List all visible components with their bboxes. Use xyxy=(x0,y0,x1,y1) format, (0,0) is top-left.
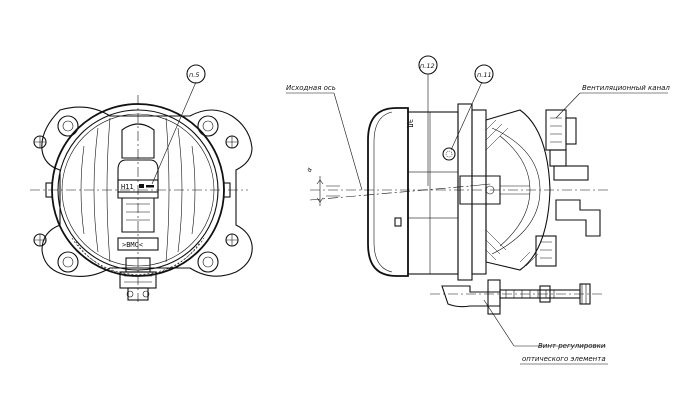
connector xyxy=(119,257,157,301)
angle-dimension: α xyxy=(305,166,340,206)
leader-vent-channel: Вентиляционный канал xyxy=(555,84,670,119)
callout-p11: п.11 xyxy=(450,64,494,151)
front-view: H11 >ВМС< п.5 xyxy=(30,64,253,302)
bulb-socket xyxy=(121,198,155,233)
side-mark: ЭД xyxy=(406,119,414,128)
adjusting-screw xyxy=(430,279,604,315)
reflector-window xyxy=(121,123,155,159)
material-mark: >ВМС< xyxy=(122,241,143,249)
leader-adjusting-screw: Винт регулировки оптического элемента xyxy=(483,299,608,365)
bulb-type-mark: H11 xyxy=(121,183,134,191)
side-view: ЭД xyxy=(286,55,670,365)
lens-dome xyxy=(367,107,409,277)
svg-text:п.11: п.11 xyxy=(477,71,492,79)
callout-p12: п.12 xyxy=(418,55,438,186)
callout-p5: п.5 xyxy=(151,64,206,185)
screw-label-line2: оптического элемента xyxy=(522,355,606,363)
reference-axis-label: Исходная ось xyxy=(286,84,336,92)
reference-axis-line xyxy=(309,185,471,201)
knurl-band xyxy=(71,237,205,275)
adjuster-gear xyxy=(442,147,456,161)
svg-text:п.12: п.12 xyxy=(420,62,435,70)
rear-connector xyxy=(535,109,601,267)
corner-bosses xyxy=(57,115,219,273)
section-hatching xyxy=(485,119,539,267)
angle-mark: α xyxy=(305,166,314,173)
mounting-holes xyxy=(33,135,239,247)
material-plate xyxy=(117,237,159,251)
leader-reference-axis: Исходная ось xyxy=(286,84,363,191)
svg-text:п.5: п.5 xyxy=(189,71,199,79)
vent-channel-label: Вентиляционный канал xyxy=(582,84,670,92)
lamp-body xyxy=(407,111,459,275)
